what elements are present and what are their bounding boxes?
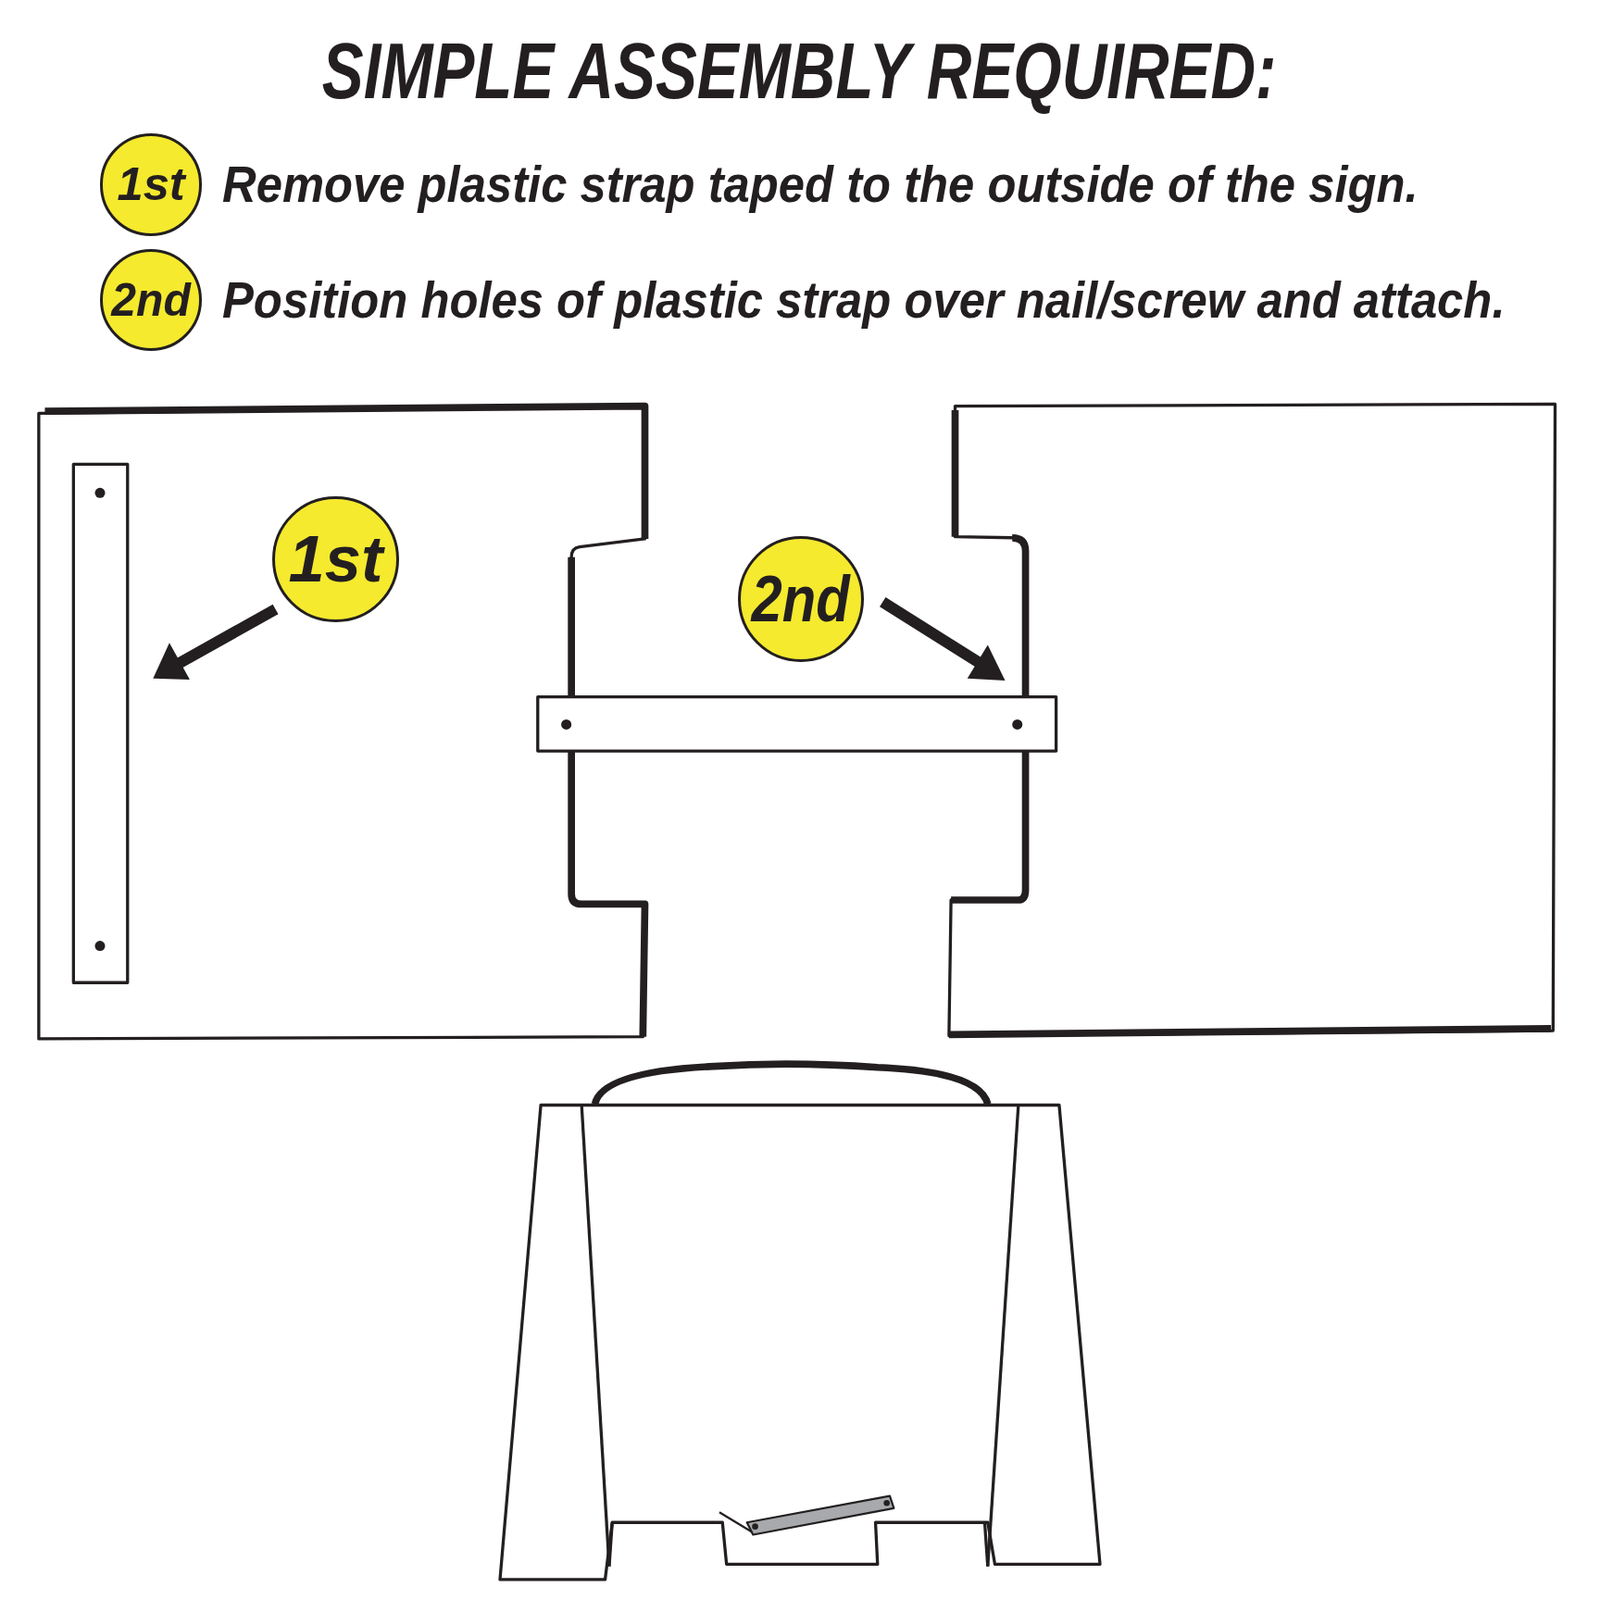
instruction-text: Remove plastic strap taped to the outsid… [222,159,1419,211]
panel-bottom [609,1522,613,1566]
step-number: 2nd [751,566,850,633]
strap-hole [751,1523,759,1530]
step-badge: 1st [272,496,400,624]
sign-panels [38,403,1556,1038]
joining-strap [537,697,1057,751]
strap-hole [94,487,105,499]
taped-strap [73,463,127,983]
step-number: 2nd [111,276,191,325]
arrow-head [152,642,190,680]
arrow-shaft [175,609,276,666]
panel-edge [581,1105,610,1567]
page-title: SIMPLE ASSEMBLY REQUIRED: [322,31,1277,112]
panel-edge [987,1105,1019,1567]
strap-hole [561,719,572,730]
step-badge: 2nd [737,536,865,663]
step-number: 1st [116,161,185,209]
frame-outline [500,1105,1100,1580]
strap-hole [94,940,105,951]
strap-hole [883,1500,890,1507]
strap-hole [1012,719,1023,730]
bottom-strap [747,1496,895,1536]
callout-arrows [152,601,1005,681]
step-badge: 2nd [100,249,202,351]
carry-handle [594,1063,988,1104]
assembled-sign [500,1063,1100,1580]
step-number: 1st [288,526,384,593]
instruction-text: Position holes of plastic strap over nai… [222,275,1505,326]
arrow-shaft [882,601,982,664]
panel-bottom [984,1522,988,1566]
arrow-head [967,644,1006,681]
step-badge: 1st [100,133,202,236]
